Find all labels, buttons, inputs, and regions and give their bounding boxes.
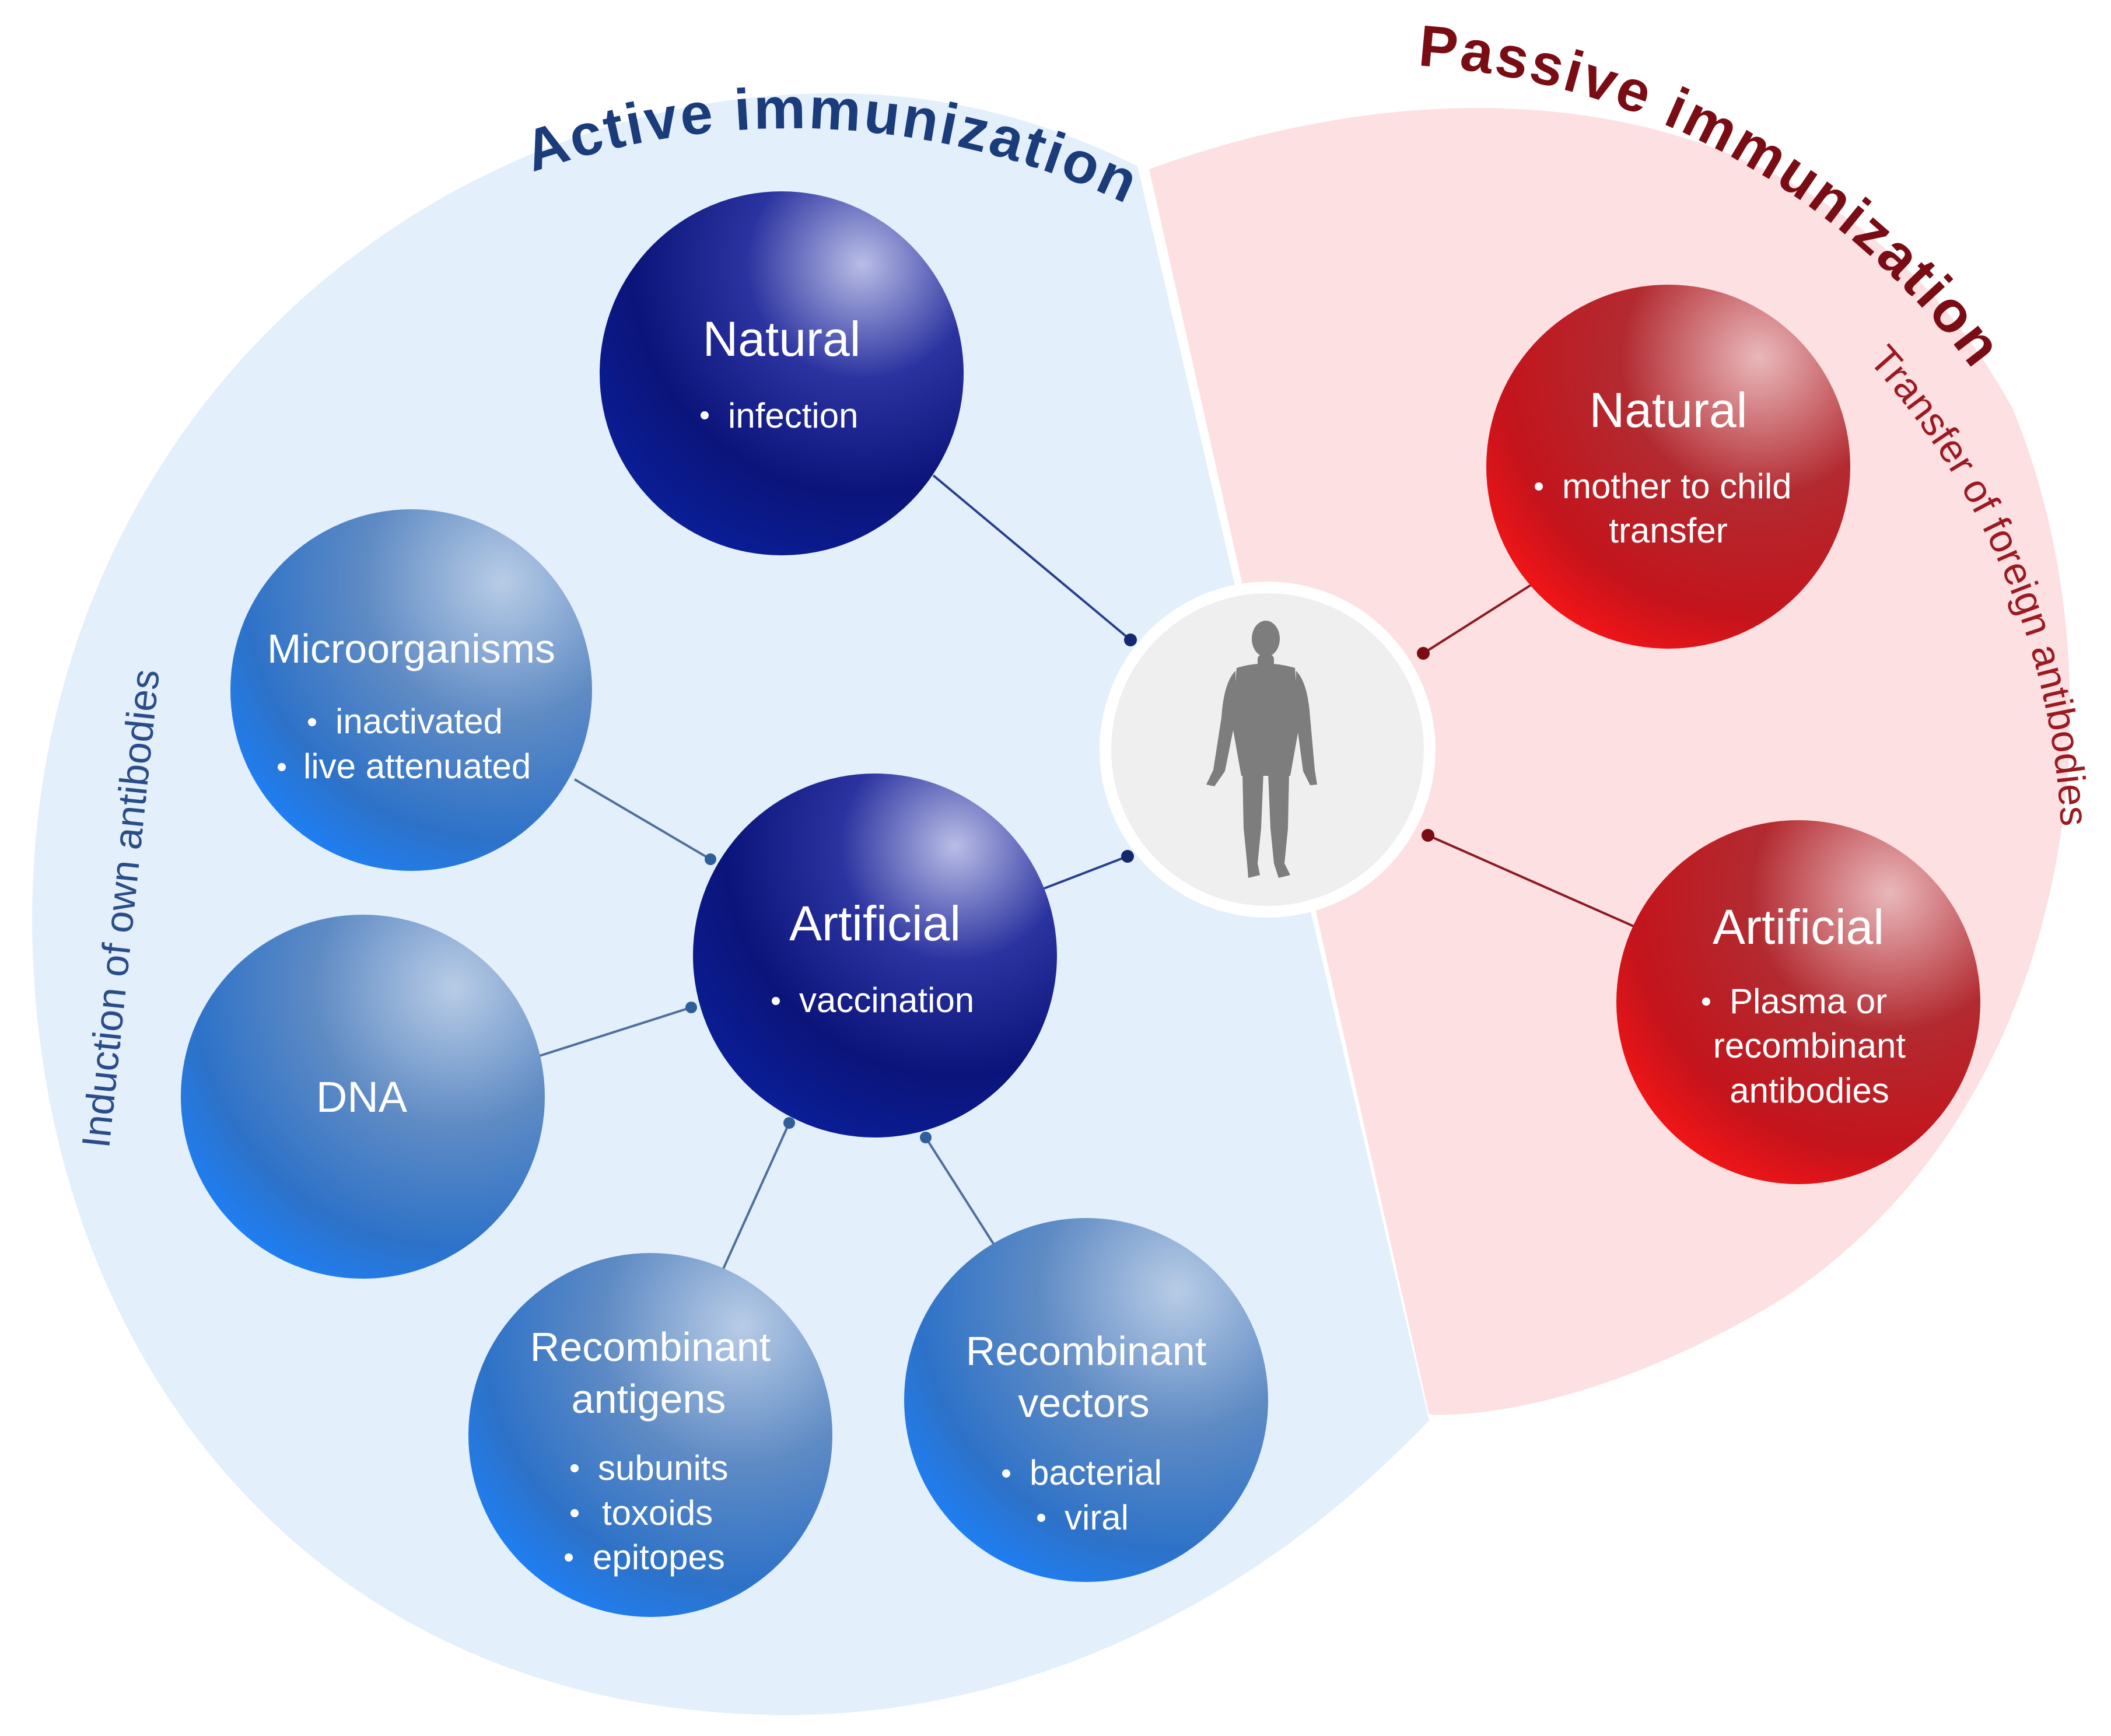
- bullet-dot: [570, 1464, 579, 1472]
- connector-natural-center: [932, 474, 1132, 641]
- recombinant-antigens-node: Recombinant antigens subunits toxoids ep…: [468, 1253, 832, 1617]
- active-artificial-bullet: vaccination: [799, 981, 974, 1020]
- connector-vectors-artificial: [925, 1136, 999, 1251]
- passive-natural-node: Natural mother to child transfer: [1486, 285, 1850, 649]
- connector-antigens-artificial: [722, 1122, 790, 1269]
- connector-dot: [1124, 634, 1137, 646]
- active-artificial-title: Artificial: [789, 896, 961, 951]
- recombinant-antigens-bullet-2: toxoids: [602, 1493, 713, 1532]
- passive-natural-bullet-2: transfer: [1609, 511, 1727, 550]
- human-figure-icon: [1206, 621, 1317, 878]
- connector-dot: [920, 1132, 932, 1143]
- passive-natural-title: Natural: [1590, 383, 1748, 438]
- bullet-dot: [1037, 1514, 1045, 1522]
- recombinant-vectors-title-1: Recombinant: [966, 1328, 1206, 1374]
- connectors: [539, 474, 1640, 1269]
- recombinant-antigens-title-2: antigens: [572, 1376, 726, 1422]
- bullet-dot: [1002, 1469, 1010, 1478]
- recombinant-vectors-bullet-2: viral: [1065, 1498, 1129, 1537]
- dna-title: DNA: [316, 1073, 408, 1121]
- bullet-dot: [701, 411, 709, 419]
- connector-dot: [705, 853, 716, 865]
- microorganisms-bullet-1: inactivated: [335, 702, 503, 741]
- recombinant-antigens-bullet-3: epitopes: [593, 1538, 725, 1577]
- connector-artificial-center: [1044, 855, 1128, 890]
- recombinant-vectors-bullet-1: bacterial: [1030, 1453, 1162, 1492]
- recombinant-vectors-node: Recombinant vectors bacterial viral: [904, 1218, 1268, 1582]
- connector-microorganisms-artificial: [573, 778, 712, 860]
- passive-natural-bullet-1: mother to child: [1562, 467, 1792, 506]
- connector-dot: [1422, 829, 1434, 842]
- active-artificial-node: Artificial vaccination: [693, 774, 1057, 1138]
- connector-dot: [783, 1117, 795, 1129]
- recombinant-antigens-bullet-1: subunits: [598, 1448, 728, 1488]
- active-natural-bullet: infection: [728, 396, 858, 435]
- bullet-dot: [308, 718, 316, 726]
- passive-artificial-bullet-1: Plasma or: [1730, 982, 1887, 1021]
- passive-artificial-title: Artificial: [1713, 900, 1884, 954]
- connector-passive-artificial-center: [1427, 834, 1640, 930]
- connector-dot: [685, 1002, 697, 1013]
- connector-passive-natural-center: [1422, 579, 1539, 654]
- center-node: [1100, 582, 1436, 918]
- passive-artificial-bullet-3: antibodies: [1730, 1071, 1889, 1110]
- bullet-dot: [1702, 998, 1710, 1006]
- microorganisms-title: Microorganisms: [267, 626, 555, 671]
- microorganisms-node: Microorganisms inactivated live attenuat…: [230, 509, 592, 871]
- bullet-dot: [278, 763, 286, 771]
- bullet-dot: [570, 1509, 579, 1517]
- passive-artificial-node: Artificial Plasma or recombinant antibod…: [1616, 820, 1980, 1184]
- active-natural-title: Natural: [703, 312, 861, 366]
- connector-dot: [1417, 647, 1430, 660]
- bullet-dot: [1535, 482, 1543, 491]
- recombinant-antigens-title-1: Recombinant: [530, 1324, 771, 1370]
- active-natural-node: Natural infection: [600, 191, 964, 555]
- bullet-dot: [772, 997, 780, 1005]
- dna-node: DNA: [181, 915, 545, 1279]
- recombinant-vectors-title-2: vectors: [1018, 1380, 1150, 1426]
- bullet-dot: [565, 1553, 573, 1562]
- microorganisms-bullet-2: live attenuated: [303, 747, 531, 786]
- connector-dna-artificial: [539, 1006, 692, 1057]
- passive-artificial-bullet-2: recombinant: [1713, 1026, 1906, 1065]
- connector-dot: [1121, 850, 1134, 863]
